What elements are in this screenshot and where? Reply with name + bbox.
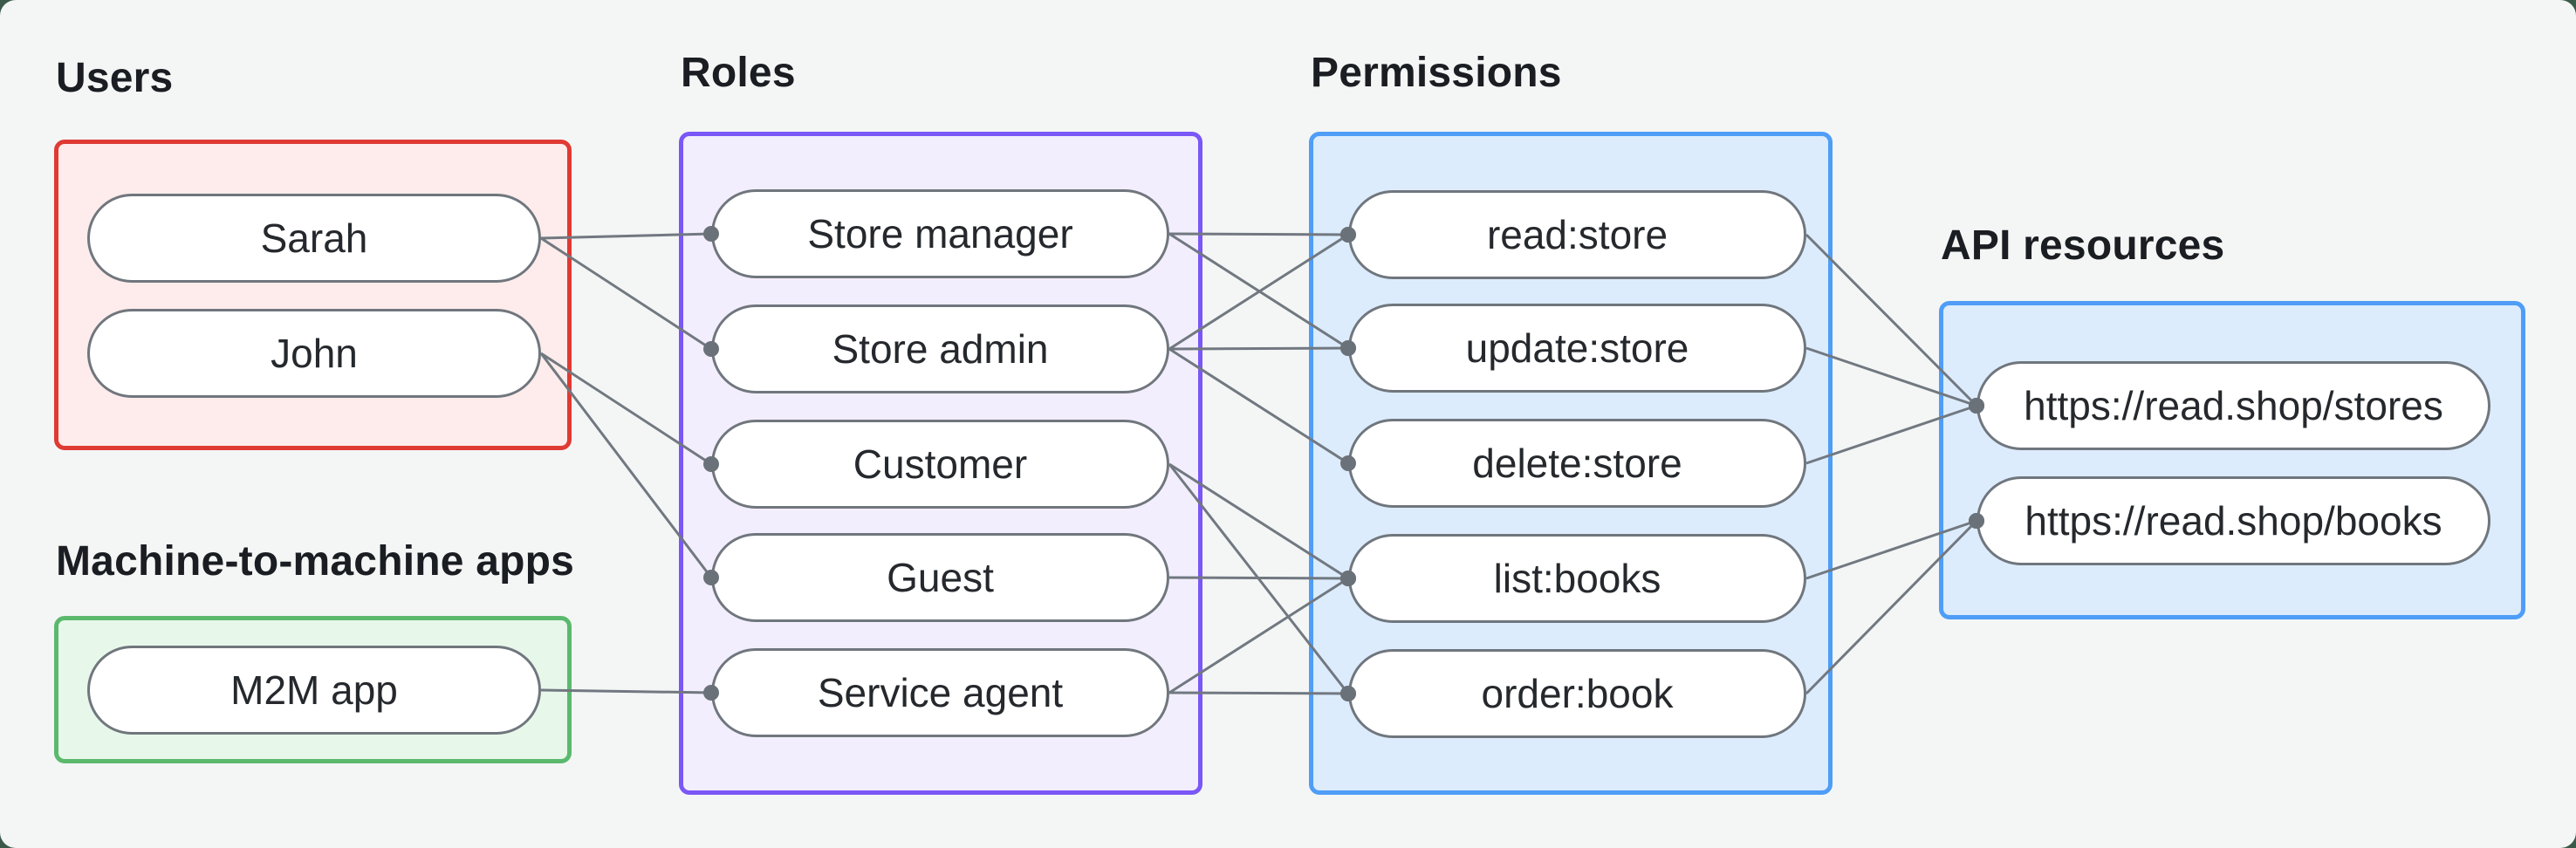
node-label: order:book	[1481, 671, 1674, 716]
permission-node-order-book: order:book	[1348, 649, 1806, 738]
node-label: Customer	[853, 441, 1028, 487]
users-section-label: Users	[56, 55, 174, 101]
role-node-customer: Customer	[711, 420, 1169, 509]
user-node-sarah: Sarah	[87, 194, 541, 283]
node-label: delete:store	[1472, 441, 1682, 486]
api-resources-section-label: API resources	[1941, 222, 2225, 269]
permission-node-update-store: update:store	[1348, 304, 1806, 393]
api-resource-node-stores: https://read.shop/stores	[1977, 361, 2490, 450]
node-label: Store admin	[832, 326, 1049, 372]
m2m-app-node: M2M app	[87, 646, 541, 735]
permissions-section-label: Permissions	[1311, 50, 1562, 96]
node-label: https://read.shop/books	[2024, 498, 2442, 544]
node-label: https://read.shop/stores	[2024, 383, 2443, 428]
role-node-guest: Guest	[711, 533, 1169, 622]
node-label: Sarah	[260, 215, 368, 261]
permission-node-delete-store: delete:store	[1348, 419, 1806, 508]
roles-section-label: Roles	[681, 50, 796, 96]
api-resources-group-box	[1939, 301, 2525, 619]
node-label: update:store	[1465, 325, 1689, 371]
node-label: M2M app	[230, 667, 398, 713]
role-node-store-manager: Store manager	[711, 189, 1169, 278]
node-label: list:books	[1493, 556, 1661, 601]
api-resource-node-books: https://read.shop/books	[1977, 476, 2490, 565]
node-label: Guest	[887, 555, 994, 600]
user-node-john: John	[87, 309, 541, 398]
m2m-section-label: Machine-to-machine apps	[56, 538, 575, 585]
node-label: Service agent	[817, 670, 1064, 715]
node-label: read:store	[1486, 212, 1668, 257]
role-node-service-agent: Service agent	[711, 648, 1169, 737]
permission-node-list-books: list:books	[1348, 534, 1806, 623]
node-label: Store manager	[807, 211, 1073, 256]
role-node-store-admin: Store admin	[711, 304, 1169, 393]
users-group-box	[54, 140, 572, 450]
node-label: John	[271, 331, 358, 376]
permission-node-read-store: read:store	[1348, 190, 1806, 279]
